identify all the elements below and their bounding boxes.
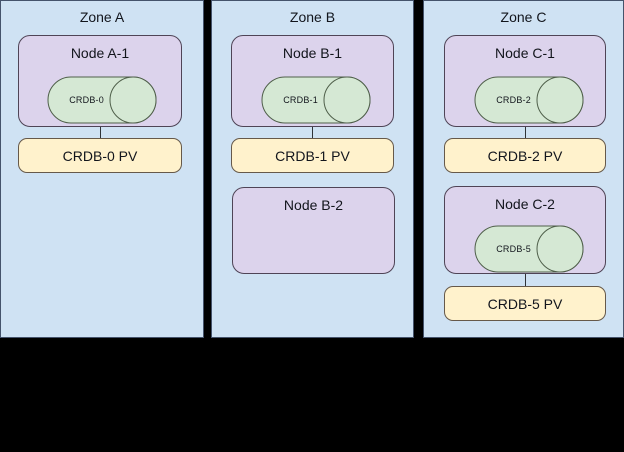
node-a-1[interactable]: Node A-1 CRDB-0 (18, 35, 182, 127)
zone-c-title: Zone C (500, 9, 547, 25)
pv-crdb-2[interactable]: CRDB-2 PV (444, 138, 606, 173)
connector-node-c-2-to-crdb-5-pv (525, 274, 526, 286)
zone-b-container[interactable]: Zone B Node B-1 CRDB-1 CRDB-1 PV Node B-… (211, 0, 414, 338)
cylinder-shape-icon (474, 76, 584, 124)
zone-c-container[interactable]: Zone C Node C-1 CRDB-2 CRDB-2 PV Node C-… (423, 0, 624, 338)
cylinder-shape-icon (261, 76, 371, 124)
pv-crdb-2-label: CRDB-2 PV (487, 147, 563, 164)
pv-crdb-5[interactable]: CRDB-5 PV (444, 286, 606, 321)
node-b-1[interactable]: Node B-1 CRDB-1 (231, 35, 394, 127)
node-c-2[interactable]: Node C-2 CRDB-5 (444, 186, 606, 274)
pod-crdb-2[interactable]: CRDB-2 (474, 76, 584, 124)
pv-crdb-1[interactable]: CRDB-1 PV (231, 138, 394, 173)
pv-crdb-1-label: CRDB-1 PV (275, 147, 350, 164)
pod-crdb-0[interactable]: CRDB-0 (47, 76, 157, 124)
zone-a-container[interactable]: Zone A Node A-1 CRDB-0 CRDB-0 PV (0, 0, 204, 338)
zone-b-title: Zone B (289, 9, 336, 25)
cylinder-shape-icon (47, 76, 157, 124)
node-a-1-title: Node A-1 (70, 45, 130, 61)
connector-node-a-1-to-crdb-0-pv (100, 127, 101, 138)
node-c-1[interactable]: Node C-1 CRDB-2 (444, 35, 606, 127)
node-b-2-title: Node B-2 (283, 197, 344, 213)
pod-crdb-5[interactable]: CRDB-5 (474, 225, 584, 273)
connector-node-b-1-to-crdb-1-pv (312, 127, 313, 138)
connector-node-c-1-to-crdb-2-pv (525, 127, 526, 138)
cylinder-shape-icon (474, 225, 584, 273)
pv-crdb-5-label: CRDB-5 PV (487, 295, 563, 312)
node-b-2[interactable]: Node B-2 (232, 187, 395, 274)
node-c-1-title: Node C-1 (495, 45, 555, 61)
pv-crdb-0-label: CRDB-0 PV (62, 147, 138, 164)
node-c-2-title: Node C-2 (495, 196, 555, 212)
pv-crdb-0[interactable]: CRDB-0 PV (18, 138, 182, 173)
node-b-1-title: Node B-1 (282, 45, 343, 61)
zone-a-title: Zone A (79, 9, 125, 25)
pod-crdb-1[interactable]: CRDB-1 (261, 76, 371, 124)
